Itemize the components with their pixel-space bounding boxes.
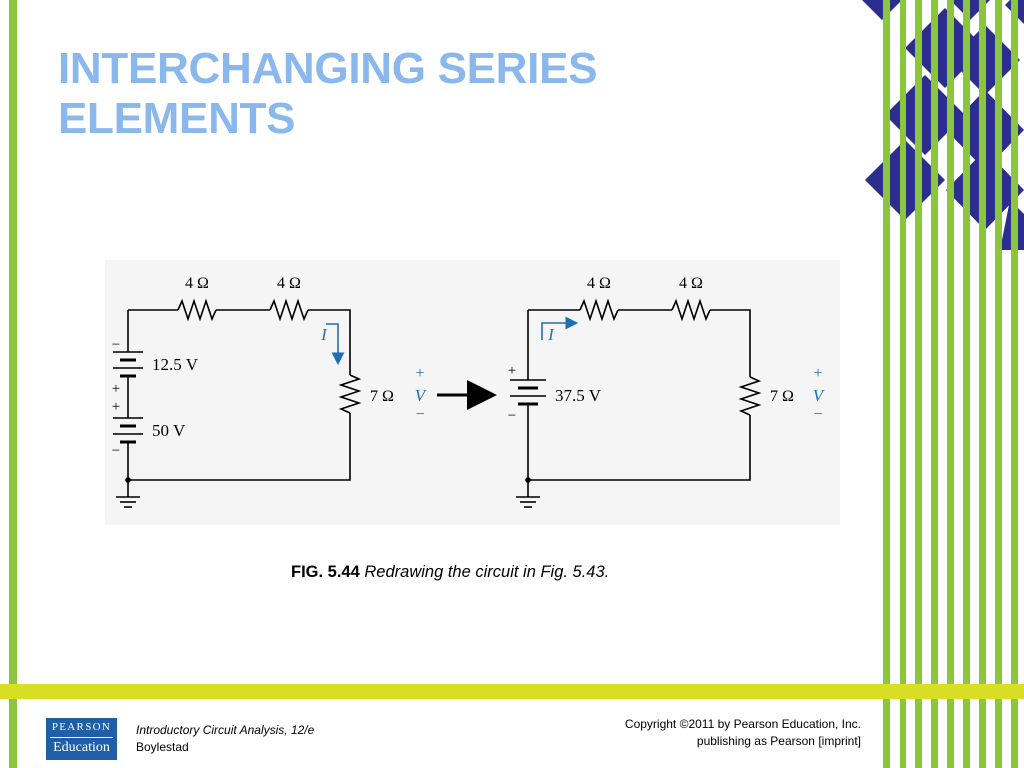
yellow-footer-band — [0, 684, 1024, 699]
left-source-upper-value: 12.5 V — [152, 355, 199, 374]
right-source-top-sign: + — [508, 363, 516, 379]
copyright-line2: publishing as Pearson [imprint] — [696, 734, 861, 748]
left-source-lower-bottom-sign: − — [112, 443, 120, 459]
right-source-bottom-sign: − — [508, 408, 516, 424]
book-title: Introductory Circuit Analysis, 12/e — [136, 723, 315, 737]
left-resistor-7ohm — [338, 374, 362, 414]
left-resistor-top-right-label: 4 Ω — [277, 275, 301, 292]
left-circuit — [113, 298, 362, 508]
right-resistor-top-left — [579, 298, 619, 322]
left-v-minus: − — [415, 406, 424, 423]
left-source-lower-value: 50 V — [152, 421, 186, 440]
logo-line2: Education — [53, 740, 110, 755]
right-resistor-top-right-label: 4 Ω — [679, 275, 703, 292]
right-resistor-right-label: 7 Ω — [770, 388, 794, 405]
right-source-value: 37.5 V — [555, 386, 602, 405]
figure-number: FIG. 5.44 — [291, 563, 360, 581]
circuit-figure: 4 Ω 4 Ω − + + − 12.5 V 50 V I 7 Ω + V − — [105, 260, 840, 525]
right-resistor-7ohm — [738, 376, 762, 416]
figure-caption-text: Redrawing the circuit in Fig. 5.43. — [364, 563, 610, 581]
logo-line1: PEARSON — [51, 721, 112, 733]
left-current-arrow — [326, 323, 345, 366]
left-v-plus: + — [415, 365, 424, 382]
right-circuit — [510, 298, 762, 508]
circuit-diagram: 4 Ω 4 Ω − + + − 12.5 V 50 V I 7 Ω + V − — [112, 275, 826, 508]
right-current-arrow — [541, 316, 579, 340]
book-info: Introductory Circuit Analysis, 12/e Boyl… — [136, 722, 314, 756]
left-green-border-stripe — [9, 0, 17, 768]
left-resistor-right-label: 7 Ω — [370, 388, 394, 405]
slide-title: INTERCHANGING SERIES ELEMENTS — [58, 44, 698, 144]
left-current-label: I — [320, 325, 328, 344]
left-source-upper-top-sign: − — [112, 337, 120, 353]
right-v-minus: − — [813, 406, 822, 423]
right-decorative-pattern — [862, 0, 1024, 768]
left-source-lower-top-sign: + — [112, 399, 120, 415]
left-resistor-top-left-label: 4 Ω — [185, 275, 209, 292]
right-resistor-top-right — [671, 298, 711, 322]
copyright-line1: Copyright ©2011 by Pearson Education, In… — [624, 717, 861, 731]
left-source-upper-bottom-sign: + — [112, 381, 120, 397]
right-resistor-top-left-label: 4 Ω — [587, 275, 611, 292]
left-resistor-top-left — [177, 298, 217, 322]
slide-title-line2: ELEMENTS — [58, 94, 296, 143]
right-v-label: V — [813, 386, 826, 405]
book-author: Boylestad — [136, 740, 189, 754]
logo-divider — [50, 737, 113, 738]
figure-caption: FIG. 5.44 Redrawing the circuit in Fig. … — [291, 560, 651, 584]
left-v-label: V — [415, 386, 428, 405]
right-v-plus: + — [813, 365, 822, 382]
pearson-education-logo: PEARSON Education — [46, 718, 117, 760]
slide-title-line1: INTERCHANGING SERIES — [58, 44, 598, 93]
copyright-notice: Copyright ©2011 by Pearson Education, In… — [625, 716, 861, 750]
right-current-label: I — [547, 325, 555, 344]
left-resistor-top-right — [269, 298, 309, 322]
